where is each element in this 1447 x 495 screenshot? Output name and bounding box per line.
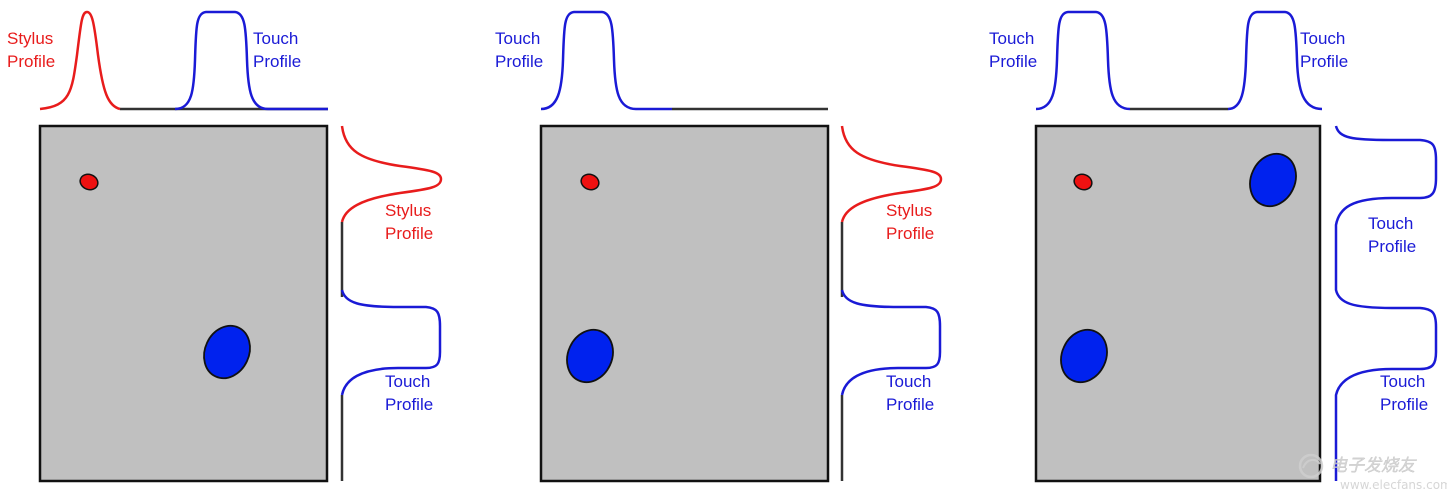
panel-3-top-touch-curve-left [1035, 10, 1131, 111]
panel-1-top-touch-curve [174, 10, 328, 111]
panel-2-right-touch-curve [840, 289, 942, 396]
panel-3-stylus-point [1073, 173, 1093, 191]
panel-3-touch-blob-upper [1249, 152, 1297, 208]
panel-2-right-stylus-curve [840, 125, 943, 223]
elecfans-logo-icon [1298, 453, 1324, 479]
panel-3-top-touch-curve-right [1227, 10, 1323, 111]
panel-3-right-touch-curve [1334, 125, 1438, 481]
panel-1-right-touch-curve [340, 289, 442, 396]
panel-1-right-stylus-curve [340, 125, 443, 223]
watermark: 电子发烧友 www.elecfans.com [1298, 453, 1447, 492]
watermark-url: www.elecfans.com [1340, 478, 1447, 492]
panel-1-top-stylus-curve [39, 10, 121, 111]
panel-2-stylus-point [580, 173, 600, 191]
panel-2-top-touch-curve [540, 10, 672, 111]
panel-2-touch-blob [566, 328, 614, 384]
watermark-brand: 电子发烧友 [1330, 456, 1417, 476]
panel-1-touch-blob [203, 324, 251, 380]
panel-1-stylus-point [79, 173, 99, 191]
panel-3-touch-blob-lower [1060, 328, 1108, 384]
